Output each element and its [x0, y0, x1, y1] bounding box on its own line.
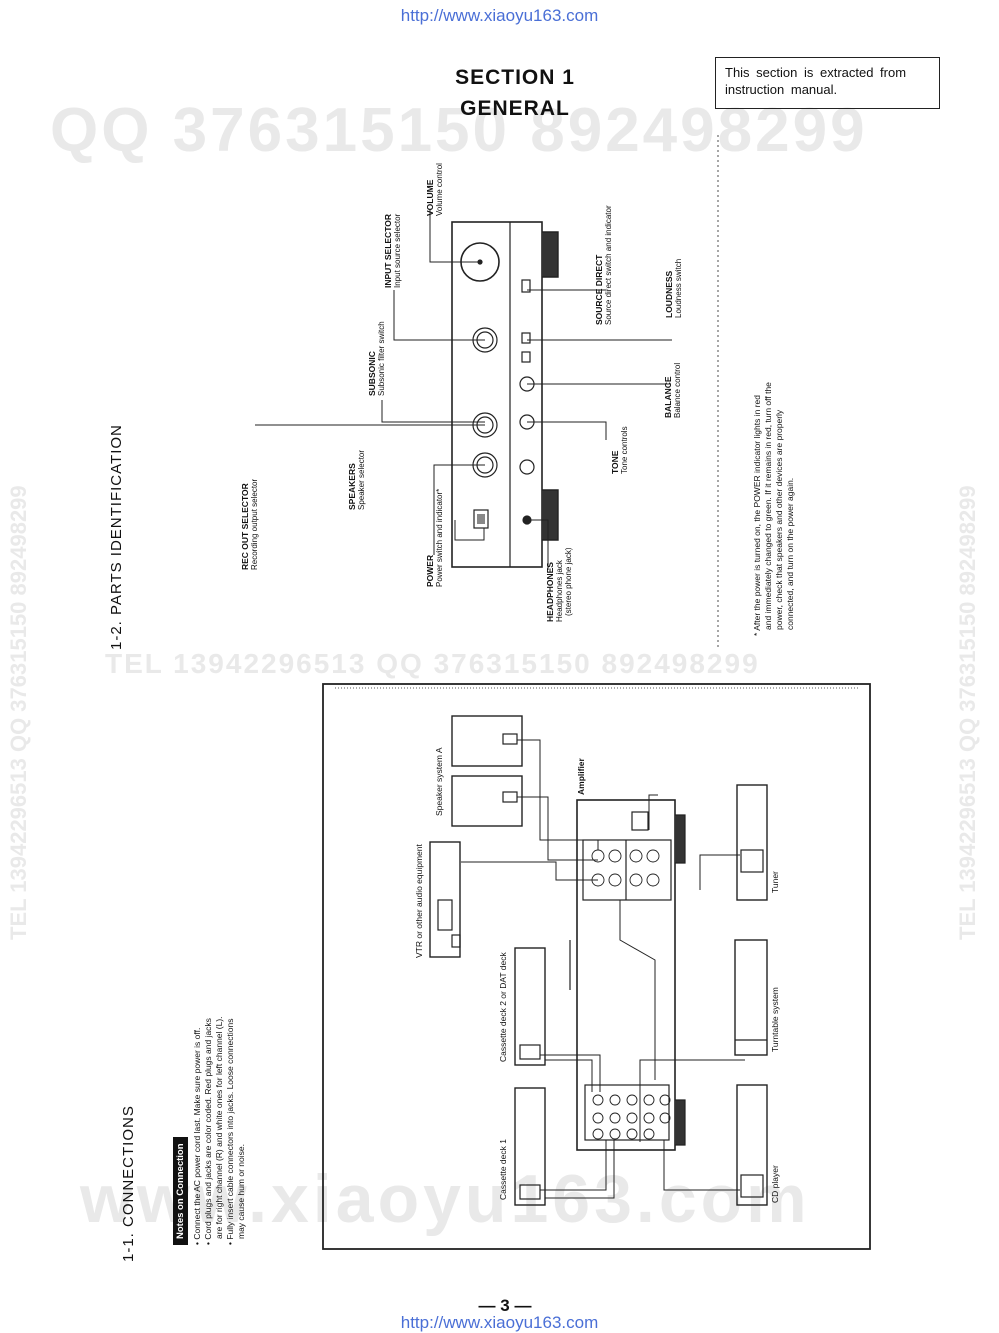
section-line1: SECTION 1 — [455, 66, 575, 89]
label-input-selector: INPUT SELECTOR Input source selector — [383, 213, 402, 288]
amplifier-front-panel — [451, 221, 559, 568]
label-vtr: VTR or other audio equipment — [414, 844, 424, 958]
section-line2: GENERAL — [460, 97, 570, 120]
extract-note-box: This section is extracted from instructi… — [715, 57, 940, 109]
amplifier-rear — [576, 799, 686, 1151]
turntable-device — [734, 939, 768, 1056]
watermark-qq: QQ 376315150 892498299 — [50, 96, 868, 165]
label-volume: VOLUME Volume control — [425, 163, 444, 216]
label-cassette-deck-1: Cassette deck 1 — [498, 1139, 508, 1200]
leader-lines — [255, 210, 672, 570]
label-speaker-system: Speaker system A — [434, 747, 444, 816]
section-title: SECTION 1 GENERAL — [400, 62, 630, 124]
power-footnote: * After the power is turned on, the POWE… — [752, 382, 795, 636]
label-tuner: Tuner — [770, 871, 780, 893]
label-tone: TONE Tone controls — [610, 426, 629, 474]
header-url: http://www.xiaoyu163.com — [400, 6, 599, 25]
cd-player — [736, 1084, 768, 1206]
page-number: — 3 — — [478, 1296, 532, 1315]
connections-heading: 1-1. CONNECTIONS — [120, 1105, 137, 1262]
connection-cables — [461, 739, 745, 1199]
notes-body: • Connect the AC power cord last. Make s… — [192, 1016, 246, 1245]
notes-title: Notes on Connection — [173, 1137, 188, 1245]
label-source-direct: SOURCE DIRECT Source direct switch and i… — [594, 205, 613, 325]
watermark-www: www.xiaoyu163.com — [80, 1161, 811, 1237]
footer-url: http://www.xiaoyu163.com — [400, 1313, 599, 1332]
parts-heading: 1-2. PARTS IDENTIFICATION — [108, 424, 125, 650]
label-subsonic: SUBSONIC Subsonic filter switch — [367, 321, 386, 396]
notes-on-connection: Notes on Connection • Connect the AC pow… — [170, 1016, 247, 1245]
label-speakers: SPEAKERS Speaker selector — [347, 449, 366, 510]
tuner-device — [736, 784, 768, 901]
label-rec-out: REC OUT SELECTOR Recording output select… — [240, 478, 259, 570]
label-cassette-deck-2: Cassette deck 2 or DAT deck — [498, 952, 508, 1062]
label-balance: BALANCE Balance control — [663, 362, 682, 418]
connections-frame — [322, 683, 871, 1250]
amplifier-jacks — [591, 849, 671, 1140]
speaker-system — [451, 715, 523, 827]
cassette-deck-1 — [514, 1087, 546, 1206]
label-loudness: LOUDNESS Loudness switch — [664, 258, 683, 318]
label-turntable: Turntable system — [770, 987, 780, 1052]
label-cd-player: CD player — [770, 1165, 780, 1203]
label-amplifier: Amplifier — [576, 758, 586, 795]
watermark-tel: TEL 13942296513 QQ 376315150 892498299 — [105, 648, 760, 679]
label-headphones: HEADPHONES Headphones jack (stereo phone… — [545, 547, 573, 622]
label-power: POWER Power switch and indicator* — [425, 488, 444, 587]
cassette-deck-2 — [514, 947, 546, 1066]
vtr-equipment — [429, 841, 461, 958]
